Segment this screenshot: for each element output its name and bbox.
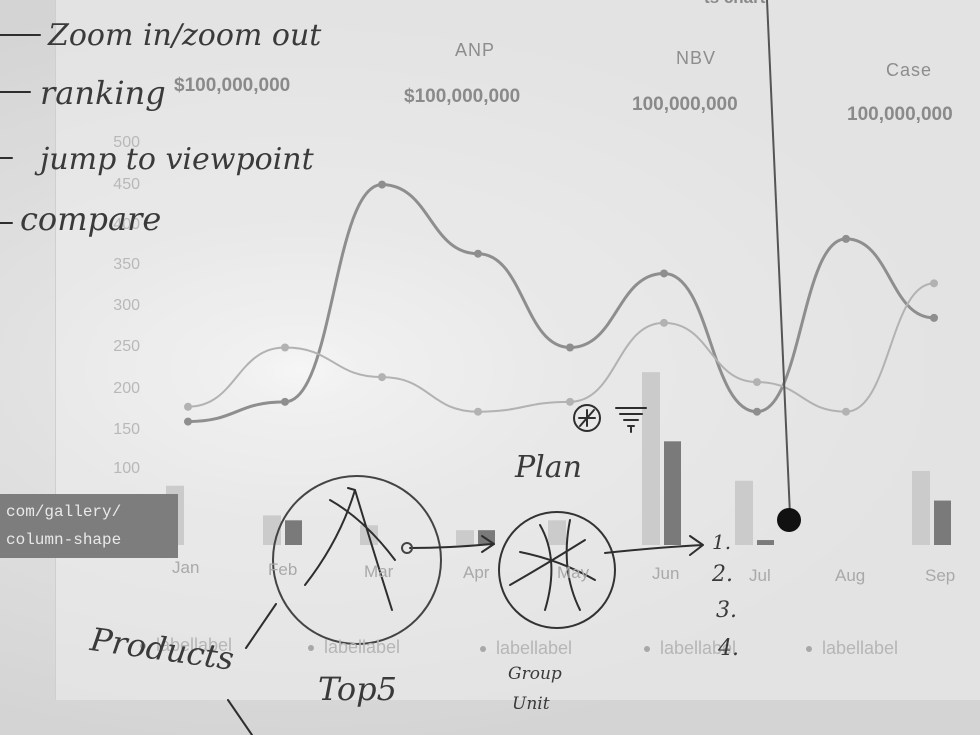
url-line-1: com/gallery/ [6,503,122,521]
legend-dot-icon [806,646,812,653]
bar-light-sep [912,470,930,545]
product-pointer-2 [227,699,253,735]
x-tick-feb: Feb [268,560,298,579]
series-1-point-feb [281,397,289,406]
target-icon-cross [578,409,596,427]
kpi-value-nbv: 100,000,000 [632,94,738,115]
series-2-point-feb [281,343,289,352]
bar-dark-jul [757,540,774,545]
y-tick-150: 150 [113,421,140,438]
series-line-1 [187,183,935,424]
kpi-label-nbv: NBV [676,48,717,68]
note-top5: Top5 [318,670,397,708]
top5-circle [272,475,442,645]
x-tick-aug: Aug [835,566,866,585]
series-2-point-may [566,397,574,406]
note-group: Group [508,664,562,684]
legend-item-2[interactable]: labellabel [308,637,400,658]
x-tick-apr: Apr [463,563,490,582]
series-1-point-jan [184,417,192,426]
note-unit: Unit [512,694,550,714]
x-tick-may: May [557,563,590,582]
bar-dark-jun [664,441,681,545]
target-icon [573,404,601,432]
legend-item-1[interactable]: labellabel [140,635,232,656]
y-tick-250: 250 [113,338,140,355]
series-1-point-apr [474,249,482,258]
note-num-3: 3. [716,598,737,623]
pendulum-ball [777,508,801,532]
series-1-point-jun [660,269,668,278]
bar-dark-feb [285,520,302,545]
arrow-to-list [604,535,704,556]
series-2-point-mar [378,373,386,382]
y-tick-350: 350 [113,256,140,273]
legend-dot-icon [308,645,314,652]
bar-light-apr [456,530,474,545]
note-ranking: ranking [40,74,166,112]
note-zoom: Zoom in/zoom out [48,18,322,53]
note-plan: Plan [515,450,582,485]
arrow-origin-dot [401,542,413,554]
product-pointer [245,603,277,649]
kpi-value-case: 100,000,000 [847,104,953,125]
filter-icon [615,407,647,433]
bar-light-jun [642,372,660,545]
series-1-point-aug [842,234,850,243]
dashboard-panel [55,0,980,700]
plan-circle [498,511,616,629]
series-line-2 [187,282,935,413]
legend-item-4[interactable]: labellabel [644,638,736,659]
series-1-point-may [566,343,574,352]
y-tick-200: 200 [113,380,140,397]
series-2-point-sep [930,279,938,288]
legend-dot-icon [140,643,146,650]
kpi-label-case: Case [886,60,933,80]
bar-light-may [548,520,566,545]
y-tick-400: 400 [113,216,140,233]
url-line-2: column-shape [6,531,122,549]
series-1-point-sep [930,313,938,322]
series-1-point-mar [378,180,386,189]
y-tick-300: 300 [113,297,140,314]
y-tick-450: 450 [113,176,140,193]
kpi-value-anp: $100,000,000 [404,86,521,107]
series-1-point-jul [753,407,761,416]
note-num-2: 2. [712,562,733,587]
top5-scribble [304,487,396,611]
pendulum-string [766,0,791,516]
bar-dark-sep [934,500,951,545]
bar-light-jul [735,480,753,545]
note-compare: compare [20,200,162,238]
x-tick-sep: Sep [925,566,956,585]
x-tick-jun: Jun [652,564,680,583]
legend-item-5[interactable]: labellabel [806,638,898,659]
y-tick-100: 100 [113,460,140,477]
note-num-4: 4. [718,636,739,661]
kpi-label-anp: ANP [455,40,496,60]
x-tick-jul: Jul [749,566,771,585]
url-tag: com/gallery/ column-shape [0,494,178,558]
series-2-point-jun [660,318,668,327]
series-2-point-jan [184,402,192,411]
chart-title-fragment: ts chart [704,0,765,8]
series-2-point-aug [842,407,850,416]
y-tick-500: 500 [113,134,140,151]
series-2-point-jul [753,378,761,387]
x-tick-jan: Jan [172,558,200,577]
note-jump: jump to viewpoint [40,142,314,177]
series-2-point-apr [474,407,482,416]
legend-dot-icon [644,646,650,653]
arrow-to-plan [409,535,495,553]
plan-scribble [509,519,596,611]
x-tick-mar: Mar [364,562,394,581]
legend-item-3[interactable]: labellabel [480,638,572,659]
legend-dot-icon [480,646,486,653]
note-num-1: 1. [712,530,732,554]
kpi-value-1: $100,000,000 [174,75,291,96]
